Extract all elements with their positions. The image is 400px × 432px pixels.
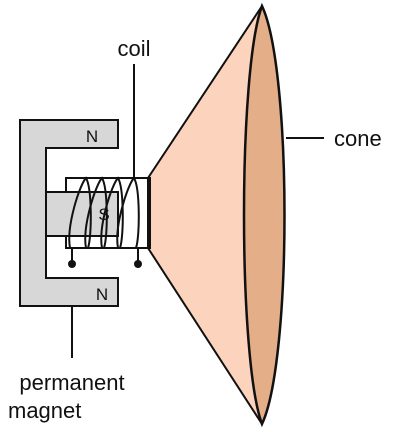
coil-label: coil [117, 36, 150, 61]
coil-terminal-right [134, 260, 142, 268]
magnet-label-line1: permanent [19, 370, 124, 395]
cone-rim [242, 2, 286, 428]
north-pole-bottom-label: N [96, 285, 108, 304]
coil-winding [100, 176, 124, 249]
south-pole-label: S [98, 205, 109, 224]
coil-winding [68, 176, 92, 249]
north-pole-top-label: N [86, 127, 98, 146]
magnet-label-line2: magnet [8, 398, 81, 423]
coil-winding [84, 176, 108, 249]
coil-terminal-left [68, 260, 76, 268]
cone-label: cone [334, 126, 382, 151]
